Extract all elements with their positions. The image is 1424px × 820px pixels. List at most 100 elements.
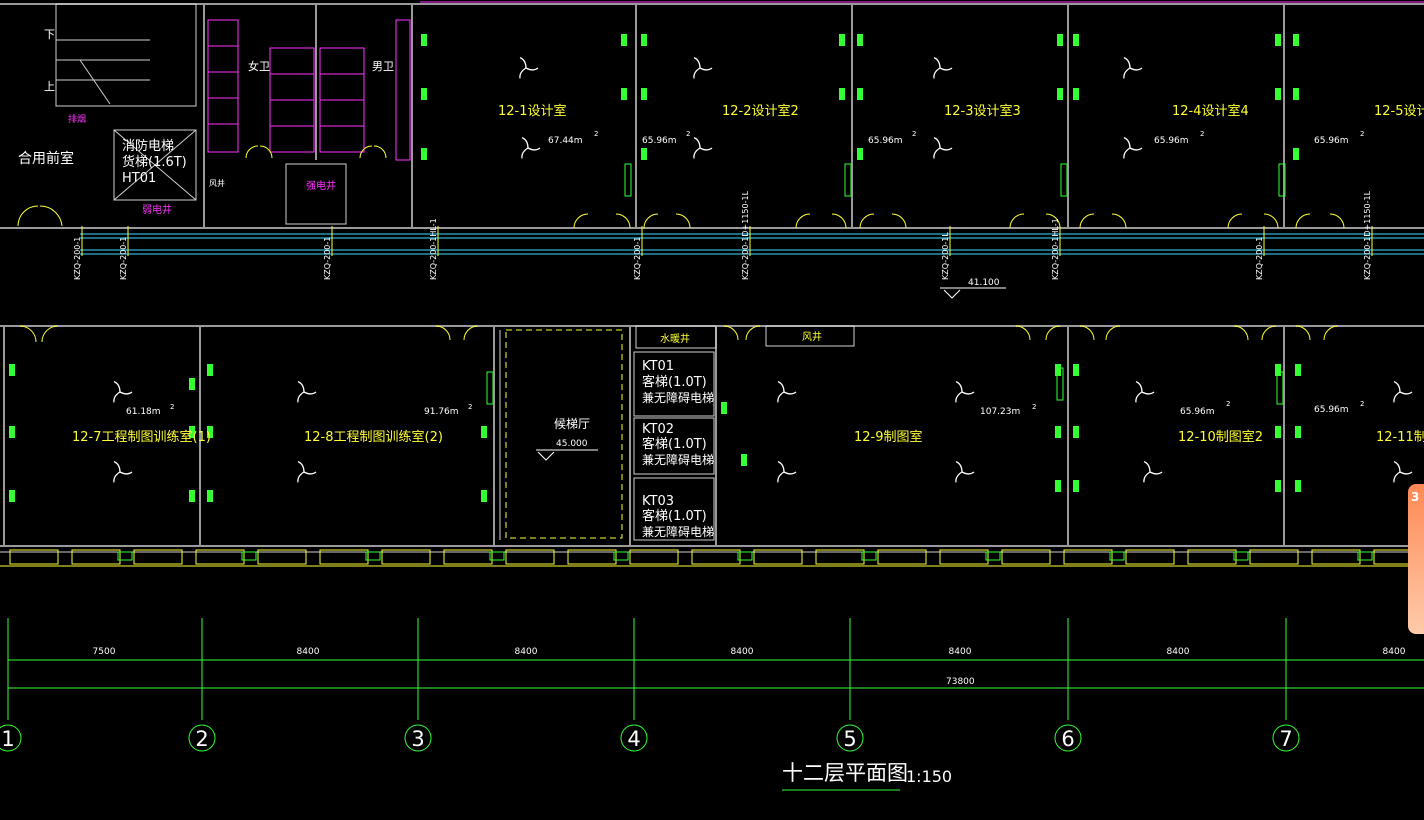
window [1001, 549, 1051, 565]
wall-fixture [641, 148, 647, 160]
elevator-note: 兼无障碍电梯 [642, 390, 714, 405]
elevator-code: KT01 [642, 359, 674, 374]
window [1125, 549, 1175, 565]
room-name: 12-1设计室 [498, 103, 567, 119]
side-tab-label: 3 [1411, 490, 1420, 504]
wall-fixture [481, 426, 487, 438]
area-superscript: 2 [1200, 130, 1204, 138]
wall-fixture [1073, 34, 1079, 46]
area-superscript: 2 [912, 130, 916, 138]
elevator-note: 兼无障碍电梯 [642, 524, 714, 539]
room-area: 65.96m [868, 136, 903, 146]
drawing-title: 十二层平面图 [782, 761, 908, 785]
elevator-type: 客梯(1.0T) [642, 508, 707, 524]
window [629, 549, 679, 565]
wall-fixture [857, 148, 863, 160]
room-area: 65.96m [1314, 405, 1349, 415]
wall-fixture [839, 34, 845, 46]
wall-panel [1276, 371, 1284, 405]
wall-fixture [857, 88, 863, 100]
wall-fixture [1275, 364, 1281, 376]
window [443, 549, 493, 565]
dimension-label: 8400 [1167, 647, 1190, 657]
wall-fixture [1295, 364, 1301, 376]
room-area: 67.44m [548, 136, 583, 146]
water-shaft-label: 水暖井 [660, 332, 690, 345]
duct-tag: KZQ-200-1 [323, 237, 332, 280]
wall-fixture [9, 364, 15, 376]
room-name: 12-2设计室2 [722, 103, 799, 119]
fan-icon [113, 381, 133, 403]
window [9, 549, 59, 565]
top-room-labels: 12-1设计室 67.44m 12-2设计室2 65.96m 12-3设计室3 … [498, 103, 1424, 146]
wall-fixture [1055, 426, 1061, 438]
duct-tag-labels: KZQ-200-1 KZQ-200-1 KZQ-200-1 KZQ-200-1HL-1… [73, 190, 1372, 280]
room-name: 12-4设计室4 [1172, 103, 1249, 119]
wall-fixture [1275, 88, 1281, 100]
fan-icon [693, 137, 713, 159]
wall-fixture [839, 88, 845, 100]
duct-tag: KZQ-200-1 [73, 237, 82, 280]
wall-panel [486, 371, 494, 405]
wall-fixture [207, 490, 213, 502]
dimension-label: 8400 [949, 647, 972, 657]
room-name: 12-11制 [1376, 430, 1424, 445]
door-swings [17, 145, 1345, 343]
elevator-code: KT03 [642, 494, 674, 509]
bottom-room-labels: 12-7工程制图训练室(1) 61.18m 12-8工程制图训练室(2) 91.… [72, 400, 1424, 449]
area-superscript: 2 [1360, 130, 1364, 138]
room-area: 91.76m [424, 407, 459, 417]
wall-fixture [189, 378, 195, 390]
axis-number: 7 [1279, 727, 1292, 751]
window [319, 549, 369, 565]
axis-number: 2 [195, 727, 208, 751]
duct-tag: KZQ-200-1 [1255, 237, 1264, 280]
dimension-label: 8400 [731, 647, 754, 657]
window [195, 549, 245, 565]
elevator-code: KT02 [642, 422, 674, 437]
wall-fixture [621, 34, 627, 46]
duct-tag: KZQ-200-1HL-1 [1051, 218, 1060, 280]
wall-panel [844, 163, 852, 197]
window [1187, 549, 1237, 565]
fan-icon [955, 381, 975, 403]
wall-fixture [641, 34, 647, 46]
wall-fixture [1073, 364, 1079, 376]
wall-fixture [207, 426, 213, 438]
wind-shaft-right-label: 风井 [802, 330, 822, 343]
area-superscript: 2 [468, 403, 472, 411]
wall-fixture [421, 148, 427, 160]
window [939, 549, 989, 565]
shared-lobby-label: 合用前室 [18, 150, 74, 167]
window-unit [489, 551, 505, 561]
window [133, 549, 183, 565]
drawing-title-block: 十二层平面图 1:150 [782, 761, 952, 791]
duct-tag: KZQ-200-1L [941, 232, 950, 280]
wall-fixture [1293, 34, 1299, 46]
window [1311, 549, 1361, 565]
exhaust-label: 排烟 [68, 113, 86, 125]
axis-bubble [0, 724, 22, 752]
axis-number: 5 [843, 727, 856, 751]
wall-fixture [1295, 426, 1301, 438]
axis-bubble [404, 724, 432, 752]
wall-fixture [1293, 148, 1299, 160]
window [567, 549, 617, 565]
dimension-label: 8400 [1383, 647, 1406, 657]
duct-tag: KZQ-200-1D+1150-1L [1363, 190, 1372, 280]
wall-fixture [1275, 426, 1281, 438]
side-panel-tab[interactable]: 3 [1408, 484, 1424, 634]
window-unit [1109, 551, 1125, 561]
duct-tag: KZQ-200-1HL-1 [429, 218, 438, 280]
axis-number: 3 [411, 727, 424, 751]
fire-elevator-label: HT01 [122, 171, 156, 186]
window-unit [737, 551, 753, 561]
room-area: 65.96m [1314, 136, 1349, 146]
room-name: 候梯厅 [554, 417, 590, 431]
elevator-labels: KT01 客梯(1.0T) 兼无障碍电梯 KT02 客梯(1.0T) 兼无障碍电… [642, 359, 714, 539]
wall-fixture [741, 454, 747, 466]
wall-panel [1278, 163, 1286, 197]
fan-icon [1143, 461, 1163, 483]
wall-panel [1056, 367, 1064, 401]
